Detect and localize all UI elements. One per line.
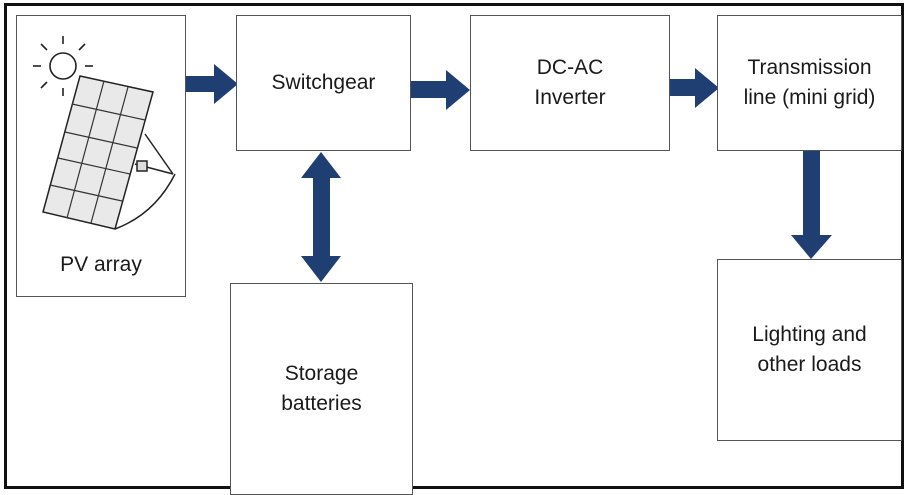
storage-batteries-label: Storage batteries <box>281 362 362 415</box>
loads-label: Lighting and other loads <box>752 323 867 376</box>
pv-array-label: PV array <box>60 253 142 276</box>
switchgear-label: Switchgear <box>271 71 376 94</box>
inverter-label: DC-AC Inverter <box>534 56 606 109</box>
solar-panel-icon <box>33 36 176 230</box>
transmission-line-box: Transmission line (mini grid) <box>717 15 902 151</box>
pv-array-box: PV array <box>16 15 186 297</box>
switchgear-box: Switchgear <box>236 15 411 151</box>
loads-box: Lighting and other loads <box>717 259 902 441</box>
sun-icon <box>33 36 93 96</box>
storage-batteries-box: Storage batteries <box>230 283 413 495</box>
transmission-line-label: Transmission line (mini grid) <box>743 56 876 109</box>
inverter-box: DC-AC Inverter <box>470 15 670 151</box>
